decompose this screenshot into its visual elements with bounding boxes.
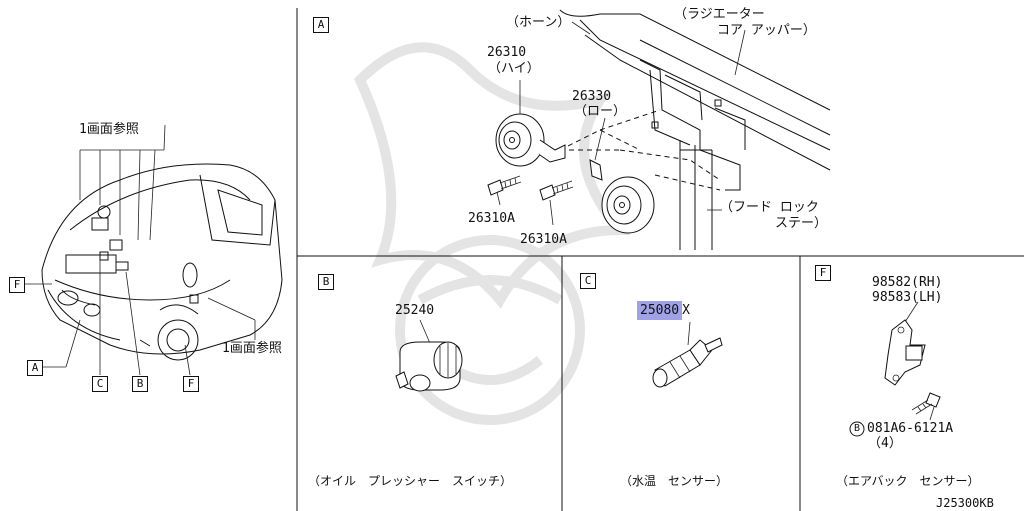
panel-a-drawing [487, 9, 831, 250]
caption-airbag-sensor: （エアバック センサー） [836, 474, 980, 488]
radiator-label-1: （ラジエーター [674, 7, 765, 22]
hood-label-1: （フード ロック [720, 200, 819, 215]
overview-leaders [24, 124, 256, 376]
panel-f-drawing [884, 301, 941, 421]
part-suffix: X [682, 303, 690, 318]
callout-c[interactable]: C [92, 376, 108, 392]
vehicle-overview-drawing [41, 163, 283, 361]
caption-water-temp-sensor: （水温 センサー） [620, 474, 729, 488]
callout-f-right[interactable]: F [183, 376, 199, 392]
bolt-quantity: （4） [868, 436, 902, 451]
panel-c-drawing [652, 321, 723, 388]
bolt-type-circle [849, 421, 865, 437]
part-26310: 26310 [487, 45, 527, 60]
callout-a[interactable]: A [27, 360, 43, 376]
bolt-081a6: 081A6-6121A [867, 421, 954, 436]
bolt-26310a-2: 26310A [520, 232, 567, 247]
panel-a-letter: A [313, 17, 329, 33]
part-98582-rh: 98582(RH) [872, 275, 943, 290]
diagram-code: J25300KB [936, 496, 994, 510]
bolt-26310a-1: 26310A [468, 211, 515, 226]
caption-oil-pressure-switch: （オイル プレッシャー スイッチ） [308, 474, 513, 488]
overview-ref-top: 1画面参照 [79, 122, 139, 137]
part-25240: 25240 [395, 303, 435, 318]
panel-b-drawing [395, 319, 463, 392]
highlighted-part-number[interactable]: 25080 [637, 301, 683, 320]
radiator-label-2: コア アッパー） [717, 23, 816, 38]
panel-f-letter: F [815, 265, 831, 281]
callout-b[interactable]: B [132, 376, 148, 392]
part-26310-name: （ハイ） [488, 61, 540, 76]
part-98583-lh: 98583(LH) [872, 290, 943, 305]
part-26330-name: （ロー） [574, 104, 627, 119]
overview-ref-right: 1画面参照 [222, 341, 282, 356]
hood-label-2: ステー） [775, 216, 828, 231]
part-26330: 26330 [572, 89, 612, 104]
callout-f-left[interactable]: F [9, 277, 25, 293]
panel-c-letter: C [580, 273, 596, 289]
horn-label: （ホーン） [506, 15, 571, 30]
bolt-circle-letter: B [853, 423, 861, 434]
panel-b-letter: B [318, 274, 334, 290]
